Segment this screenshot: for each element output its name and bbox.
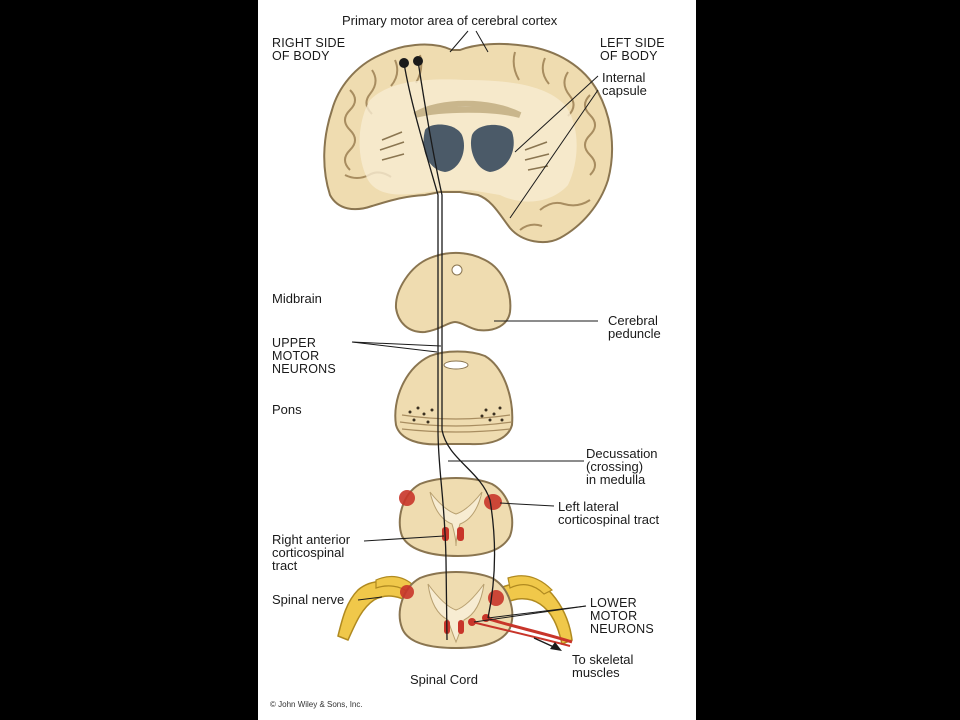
spinal-cord-section (337, 571, 573, 650)
right-lateral-tract-cord (400, 585, 414, 599)
leader-upper-motor-2 (351, 341, 442, 347)
left-lateral-tract-medulla (484, 494, 502, 510)
spinal-nerve-right-root (507, 575, 554, 595)
gyri-right (512, 51, 596, 231)
title-primary-motor-area: Primary motor area of cerebral cortex (342, 13, 558, 28)
insula-right (524, 141, 550, 171)
leader-right-anterior (363, 535, 445, 542)
muscle-arrow (533, 637, 562, 651)
label-spinal-cord: Spinal Cord (410, 672, 478, 687)
gray-matter-butterfly-1 (429, 491, 483, 547)
leader-primary-motor-left (449, 30, 469, 53)
label-spinal-nerve: Spinal nerve (272, 592, 345, 607)
copyright-notice: © John Wiley & Sons, Inc. (270, 700, 363, 709)
label-internal-capsule: Internal capsule (602, 70, 647, 98)
white-matter (359, 79, 577, 202)
leader-primary-motor-right (475, 30, 489, 53)
pontine-nuclei (408, 406, 504, 424)
leader-upper-motor-1 (351, 341, 438, 353)
insula-left (379, 131, 405, 161)
label-decussation: Decussation (crossing) in medulla (586, 446, 658, 487)
gray-matter-butterfly-2 (427, 583, 485, 644)
lower-motor-axon (485, 616, 573, 644)
midbrain-section (394, 252, 512, 334)
cerebrum-section (323, 42, 614, 244)
leader-spinal-nerve (357, 596, 383, 601)
leader-internal-capsule-2 (509, 89, 599, 219)
label-lower-motor-neurons: LOWER MOTOR NEURONS (590, 596, 654, 636)
axon-1 (403, 62, 448, 641)
leader-left-lateral (499, 502, 555, 507)
right-lateral-tract-medulla (399, 490, 415, 506)
leader-lower-motor-2 (473, 605, 587, 623)
spinal-nerve-left (337, 580, 413, 641)
label-upper-motor-neurons: UPPER MOTOR NEURONS (272, 336, 336, 376)
label-cerebral-peduncle: Cerebral peduncle (608, 313, 661, 341)
label-right-anterior-tract: Right anterior corticospinal tract (272, 532, 351, 573)
label-right-side: RIGHT SIDE OF BODY (272, 36, 346, 63)
axon-2 (417, 60, 496, 619)
left-anterior-tract-medulla (457, 527, 464, 541)
label-left-side: LEFT SIDE OF BODY (600, 36, 665, 63)
upper-motor-neuron-axons (403, 60, 496, 641)
medulla-section (398, 477, 514, 558)
label-midbrain: Midbrain (272, 291, 322, 306)
thalamus-left (423, 124, 465, 172)
gyri-left (344, 54, 423, 179)
fourth-ventricle (443, 360, 469, 370)
pons-outline (394, 350, 514, 446)
label-left-lateral-tract: Left lateral corticospinal tract (558, 499, 660, 527)
pontine-fibers (399, 414, 513, 433)
leader-internal-capsule (514, 75, 599, 153)
label-pons: Pons (272, 402, 302, 417)
left-anterior-tract-cord (458, 620, 464, 634)
thalamus-right (470, 124, 514, 172)
leader-lines (351, 30, 599, 623)
cerebral-aqueduct (451, 264, 463, 276)
lower-motor-axon-2 (471, 621, 571, 647)
corpus-callosum (413, 100, 522, 118)
midbrain-outline (394, 252, 512, 334)
pons-section (394, 350, 514, 446)
label-to-skeletal-muscles: To skeletal muscles (572, 652, 634, 680)
